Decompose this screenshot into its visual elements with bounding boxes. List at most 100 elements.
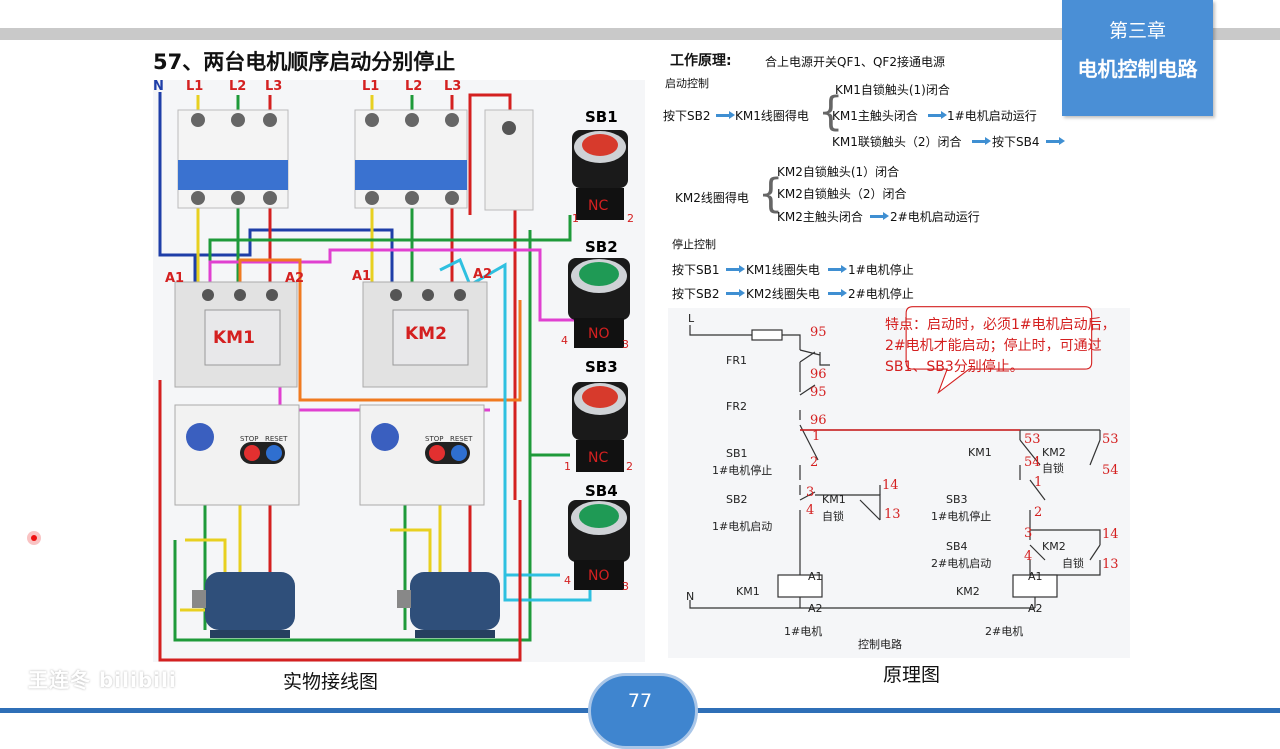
schematic-km1: KM1	[736, 585, 760, 598]
sb1-state: NC	[588, 198, 608, 214]
km2-coil-energized: KM2线圈得电	[675, 191, 749, 205]
chapter-number: 第三章	[1108, 20, 1166, 42]
page-number: 77	[627, 690, 653, 712]
pushbutton-sb4[interactable]	[568, 500, 630, 590]
term-1a: 1	[812, 429, 820, 444]
principle-intro: 合上电源开关QF1、QF2接通电源	[765, 55, 945, 69]
self-lock-text-1: 自锁	[822, 509, 844, 523]
term-3b: 3	[1024, 526, 1032, 541]
sb4-label: SB4	[585, 482, 618, 500]
schematic-km2-contact-b: KM2	[1042, 540, 1066, 553]
arrow-icon	[828, 265, 847, 273]
page-title: 57、两台电机顺序启动分别停止	[153, 50, 456, 74]
arrow-icon	[870, 212, 889, 220]
working-principle: 工作原理: 合上电源开关QF1、QF2接通电源 启动控制 按下SB2 KM1线圈…	[660, 44, 1070, 314]
chapter-name: 电机控制电路	[1077, 57, 1198, 81]
wiring-caption: 实物接线图	[283, 671, 379, 693]
stop-row-1-coil: KM1线圈失电	[746, 263, 820, 277]
arrow-icon	[828, 289, 847, 297]
label-l1: L1	[186, 79, 203, 94]
top-bar	[0, 28, 1280, 40]
schematic-sb4: SB4	[946, 540, 968, 553]
pushbutton-sb1[interactable]	[572, 130, 628, 220]
stop-row-2-press: 按下SB2	[672, 287, 720, 301]
label-km2: KM2	[405, 324, 447, 344]
control-schematic: L N FR1 FR2 SB1 SB2 SB3 SB4 KM1 KM2 KM1 …	[686, 312, 1119, 651]
breaker-qf1	[177, 109, 289, 209]
sb2-terminal-4: 4	[561, 334, 568, 347]
callout-bubble	[905, 306, 1093, 394]
term-96b: 96	[810, 413, 827, 428]
arrow-icon	[928, 111, 947, 119]
term-95b: 95	[810, 385, 827, 400]
sb3-terminal-1: 1	[564, 460, 571, 473]
schematic-sb3: SB3	[946, 493, 968, 506]
self-lock-text-2: 自锁	[1042, 461, 1064, 475]
arrow-icon	[726, 289, 745, 297]
sb2-label: SB2	[585, 238, 618, 256]
sb1-terminal-2: 2	[627, 212, 634, 225]
term-4a: 4	[806, 503, 814, 518]
callout-text: 特点：启动时，必须1#电机启动后，2#电机才能启动；停止时，可通过SB1、SB3…	[885, 317, 1116, 375]
term-1b: 1	[1034, 475, 1042, 490]
motor-1	[192, 572, 295, 638]
schematic-fr1: FR1	[726, 354, 747, 367]
start-control-title: 启动控制	[665, 77, 709, 90]
fr2-stop-label: STOP	[425, 435, 443, 443]
label-l1b: L1	[362, 79, 379, 94]
stop-row-2-result: 2#电机停止	[848, 287, 914, 301]
principle-heading: 工作原理:	[670, 53, 732, 69]
schematic-km2: KM2	[956, 585, 980, 598]
schematic-caption: 原理图	[883, 664, 941, 686]
arrow-icon	[1046, 137, 1065, 145]
arrow-icon	[716, 111, 735, 119]
stop-control-title: 停止控制	[672, 238, 716, 251]
sb3-state: NC	[588, 450, 608, 466]
km2-a2: A2	[1028, 602, 1043, 615]
stop-row-1-press: 按下SB1	[672, 263, 720, 277]
label-l3: L3	[265, 79, 282, 94]
press-sb2: 按下SB2	[663, 109, 711, 123]
wiring-diagram: N L1 L2 L3 L1 L2 L3 KM1 KM2 A1 A2 A1 A2 …	[153, 79, 634, 662]
sb2-state: NO	[588, 326, 610, 342]
km2-a1: A1	[1028, 570, 1043, 583]
term-53b: 53	[1102, 432, 1119, 447]
schematic-km1-contact: KM1	[968, 446, 992, 459]
label-n: N	[153, 79, 164, 94]
term-4b: 4	[1024, 549, 1032, 564]
schematic-l: L	[688, 312, 695, 325]
sb3-label: SB3	[585, 358, 618, 376]
term-14a: 14	[882, 478, 899, 493]
sb4-terminal-3: 3	[622, 580, 629, 593]
record-indicator-icon	[27, 531, 41, 545]
km2-branch-3: KM2主触头闭合	[777, 210, 863, 224]
fuse-module	[484, 109, 534, 211]
thermal-relay-fr1	[174, 404, 300, 506]
label-km1-a1: A1	[165, 271, 184, 286]
contactor-km2	[362, 281, 488, 388]
pushbutton-sb2[interactable]	[568, 258, 630, 348]
stop-row-1-result: 1#电机停止	[848, 263, 914, 277]
label-km2-a2: A2	[473, 267, 492, 282]
pushbutton-sb3[interactable]	[572, 382, 628, 472]
term-13a: 13	[884, 507, 901, 522]
fr1-stop-label: STOP	[240, 435, 258, 443]
sb1-terminal-1: 1	[572, 212, 579, 225]
term-2a: 2	[810, 455, 818, 470]
term-3a: 3	[806, 485, 814, 500]
term-53a: 53	[1024, 432, 1041, 447]
breaker-qf2	[354, 109, 468, 209]
motor2-caption: 2#电机	[985, 624, 1023, 638]
km1-a2: A2	[808, 602, 823, 615]
schematic-km2-contact-a: KM2	[1042, 446, 1066, 459]
label-l2b: L2	[405, 79, 422, 94]
label-l2: L2	[229, 79, 246, 94]
motor1-start-text: 1#电机启动	[712, 519, 772, 533]
sb4-terminal-4: 4	[564, 574, 571, 587]
control-circuit-caption: 控制电路	[858, 637, 902, 651]
motor-2	[397, 572, 500, 638]
label-km2-a1: A1	[352, 269, 371, 284]
schematic-sb2: SB2	[726, 493, 748, 506]
km2-branch-1: KM2自锁触头(1）闭合	[777, 165, 900, 179]
motor2-start-text: 2#电机启动	[931, 556, 991, 570]
